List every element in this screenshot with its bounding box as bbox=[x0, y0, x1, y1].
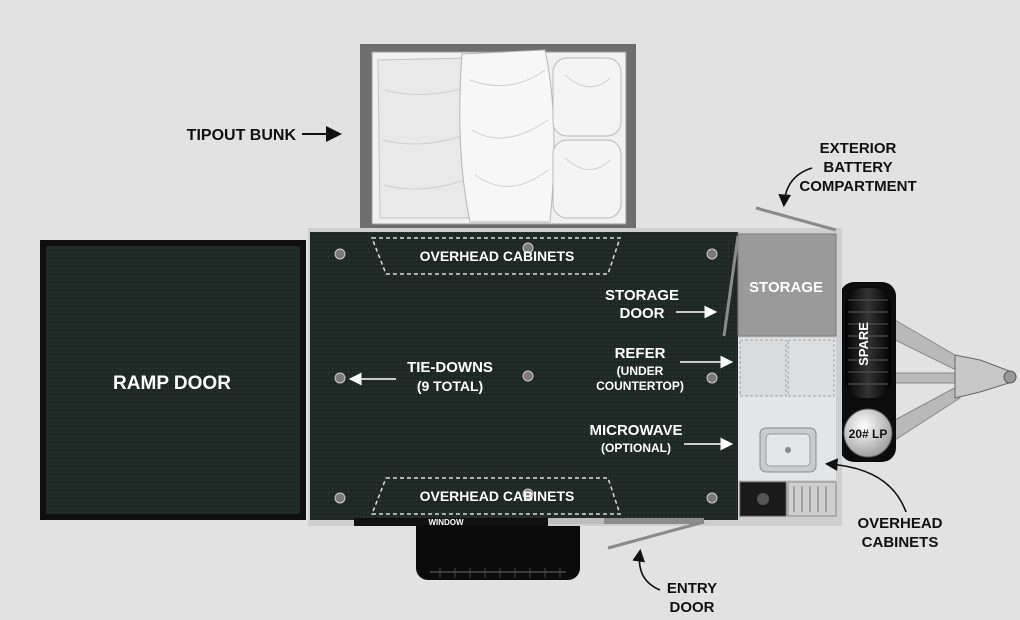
overhead-callout-label-2: CABINETS bbox=[862, 534, 939, 551]
storage-label: STORAGE bbox=[749, 279, 823, 296]
tie-downs-label-1: TIE-DOWNS bbox=[407, 359, 493, 376]
main-floor bbox=[308, 228, 842, 526]
tipout-bunk bbox=[360, 44, 636, 230]
entry-door-line bbox=[607, 520, 705, 550]
lp-tank-label: 20# LP bbox=[849, 427, 888, 441]
storage-door-label-2: DOOR bbox=[620, 305, 665, 322]
refer-label-3: COUNTERTOP) bbox=[596, 379, 684, 393]
microwave-label-2: (OPTIONAL) bbox=[601, 441, 671, 455]
overhead-bottom-label: OVERHEAD CABINETS bbox=[420, 488, 575, 504]
trailer-tongue bbox=[894, 319, 1017, 441]
window-label: WINDOW bbox=[428, 518, 464, 527]
ramp-door-label: RAMP DOOR bbox=[113, 373, 231, 394]
tipout-bunk-label: TIPOUT BUNK bbox=[187, 127, 297, 144]
overhead-cabinets-bottom bbox=[370, 477, 622, 515]
entry-door-label-2: DOOR bbox=[670, 599, 715, 616]
overhead-top-label: OVERHEAD CABINETS bbox=[420, 248, 575, 264]
overhead-callout-label-1: OVERHEAD bbox=[857, 515, 942, 532]
spare-label: SPARE bbox=[856, 322, 871, 366]
battery-door-line bbox=[755, 206, 837, 232]
storage-area bbox=[722, 233, 837, 337]
refer-label-2: (UNDER bbox=[617, 364, 664, 378]
refer-label-1: REFER bbox=[615, 345, 666, 362]
cooktop bbox=[739, 481, 837, 517]
wheel bbox=[416, 515, 580, 580]
tie-downs bbox=[334, 242, 718, 504]
ramp-door bbox=[40, 240, 306, 520]
overhead-cabinets-top bbox=[370, 237, 622, 275]
tie-downs-label-2: (9 TOTAL) bbox=[417, 378, 483, 394]
lp-tank: 20# LP bbox=[843, 408, 893, 458]
microwave-label-1: MICROWAVE bbox=[589, 422, 682, 439]
storage-door-label-1: STORAGE bbox=[605, 287, 679, 304]
exterior-battery-label-2: BATTERY bbox=[823, 159, 892, 176]
countertop bbox=[738, 338, 836, 480]
exterior-battery-label-3: COMPARTMENT bbox=[799, 178, 916, 195]
entry-door-label-1: ENTRY bbox=[667, 580, 717, 597]
exterior-battery-label-1: EXTERIOR bbox=[820, 140, 897, 157]
